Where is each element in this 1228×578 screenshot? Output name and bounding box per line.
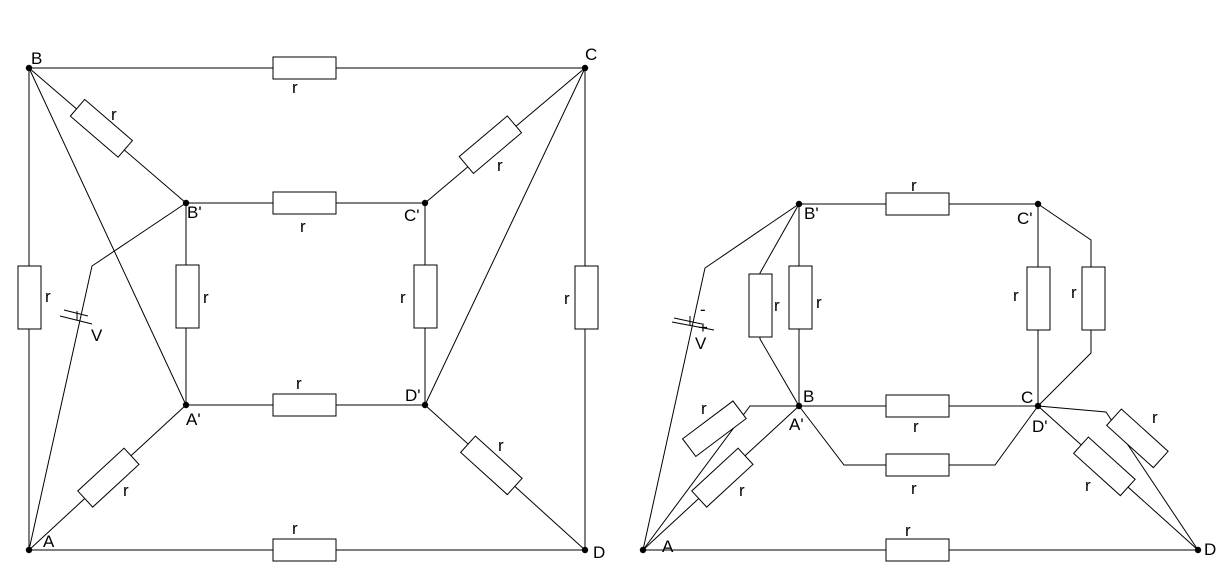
junction-dot	[182, 401, 190, 409]
node-label-b: B	[31, 49, 42, 68]
resistor	[458, 115, 523, 175]
junction-dot	[25, 546, 33, 554]
junction-dot	[795, 200, 803, 208]
resistor-label: r	[497, 156, 503, 175]
left-node-labels: B C B' C' D' A' A D V	[31, 45, 605, 562]
node-label-c-prime: C'	[1017, 209, 1033, 228]
resistor-label: r	[45, 287, 51, 306]
junction-dot	[581, 546, 589, 554]
left-junctions	[25, 64, 589, 554]
resistor-label: r	[1071, 283, 1077, 302]
resistor	[885, 538, 950, 562]
resistor	[77, 447, 140, 508]
resistor	[459, 435, 523, 496]
source-minus: -	[700, 300, 706, 319]
resistor	[885, 192, 950, 216]
node-label-d-prime: D'	[1032, 417, 1048, 436]
resistor	[272, 393, 337, 417]
node-label-b-prime: B'	[804, 204, 819, 223]
node-label-d: D	[1204, 540, 1216, 559]
resistor	[175, 264, 200, 329]
junction-dot	[1034, 402, 1042, 410]
resistor-label: r	[296, 374, 302, 393]
junction-dot	[795, 402, 803, 410]
left-circuit: r r r r r r r r r r r r B C B' C' D' A' …	[17, 45, 605, 562]
node-label-a-prime: A'	[186, 410, 201, 429]
resistor	[788, 265, 813, 330]
junction-dot	[1034, 200, 1042, 208]
resistor-label: r	[701, 399, 707, 418]
junction-dot	[25, 64, 33, 72]
right-wires	[642, 203, 1199, 551]
right-circuit: r r r r r r r r r r r r B' C' B C A' D' …	[639, 176, 1216, 562]
right-node-labels: B' C' B C A' D' A D - + V	[662, 204, 1216, 559]
node-label-d: D	[593, 543, 605, 562]
node-label-c: C	[1021, 388, 1033, 407]
resistor	[691, 447, 754, 508]
junction-dot	[581, 64, 589, 72]
resistor-label: r	[1085, 476, 1091, 495]
resistor-label: r	[774, 296, 780, 315]
resistor-label: r	[292, 519, 298, 538]
node-label-a-prime: A'	[789, 415, 804, 434]
left-resistors	[17, 56, 599, 562]
resistor-label: r	[400, 288, 406, 307]
resistor	[1072, 436, 1136, 497]
node-label-b: B	[803, 387, 814, 406]
resistor-label: r	[911, 479, 917, 498]
source-label: V	[695, 334, 707, 353]
left-battery	[59, 309, 93, 325]
resistor	[1105, 408, 1169, 469]
node-label-c-prime: C'	[404, 206, 420, 225]
node-label-c: C	[585, 45, 597, 64]
resistor	[413, 264, 438, 329]
resistor-label: r	[498, 436, 504, 455]
resistor	[1081, 266, 1106, 331]
right-resistor-labels: r r r r r r r r r r r r	[701, 176, 1158, 540]
junction-dot	[421, 199, 429, 207]
resistor	[574, 265, 599, 330]
resistor	[17, 265, 42, 330]
resistor-label: r	[816, 293, 822, 312]
node-label-d-prime: D'	[405, 386, 421, 405]
resistor-label: r	[1152, 408, 1158, 427]
junction-dot	[421, 401, 429, 409]
resistor	[885, 453, 950, 477]
right-resistors	[681, 192, 1169, 562]
node-label-b-prime: B'	[187, 203, 202, 222]
resistor-label: r	[111, 105, 117, 124]
source-label: V	[91, 326, 103, 345]
node-label-a: A	[662, 537, 674, 556]
resistor	[748, 273, 773, 338]
resistor	[272, 191, 337, 215]
resistor	[272, 56, 337, 80]
right-battery	[671, 316, 715, 331]
resistor-label: r	[564, 289, 570, 308]
resistor-label: r	[739, 481, 745, 500]
junction-dot	[182, 199, 190, 207]
resistor	[885, 394, 950, 418]
resistor	[681, 400, 747, 458]
resistor	[1026, 266, 1051, 331]
resistor-label: r	[123, 481, 129, 500]
resistor-label: r	[1013, 286, 1019, 305]
junction-dot	[639, 546, 647, 554]
left-resistor-labels: r r r r r r r r r r r r	[45, 78, 570, 538]
resistor-label: r	[203, 288, 209, 307]
resistor	[272, 538, 337, 562]
resistor-label: r	[905, 521, 911, 540]
resistor-label: r	[292, 78, 298, 97]
resistor-label: r	[300, 217, 306, 236]
resistor-label: r	[911, 176, 917, 195]
source-plus: +	[698, 318, 708, 337]
right-junctions	[639, 200, 1202, 554]
resistor-label: r	[913, 417, 919, 436]
resistor	[69, 98, 134, 158]
junction-dot	[1194, 546, 1202, 554]
node-label-a: A	[43, 532, 55, 551]
